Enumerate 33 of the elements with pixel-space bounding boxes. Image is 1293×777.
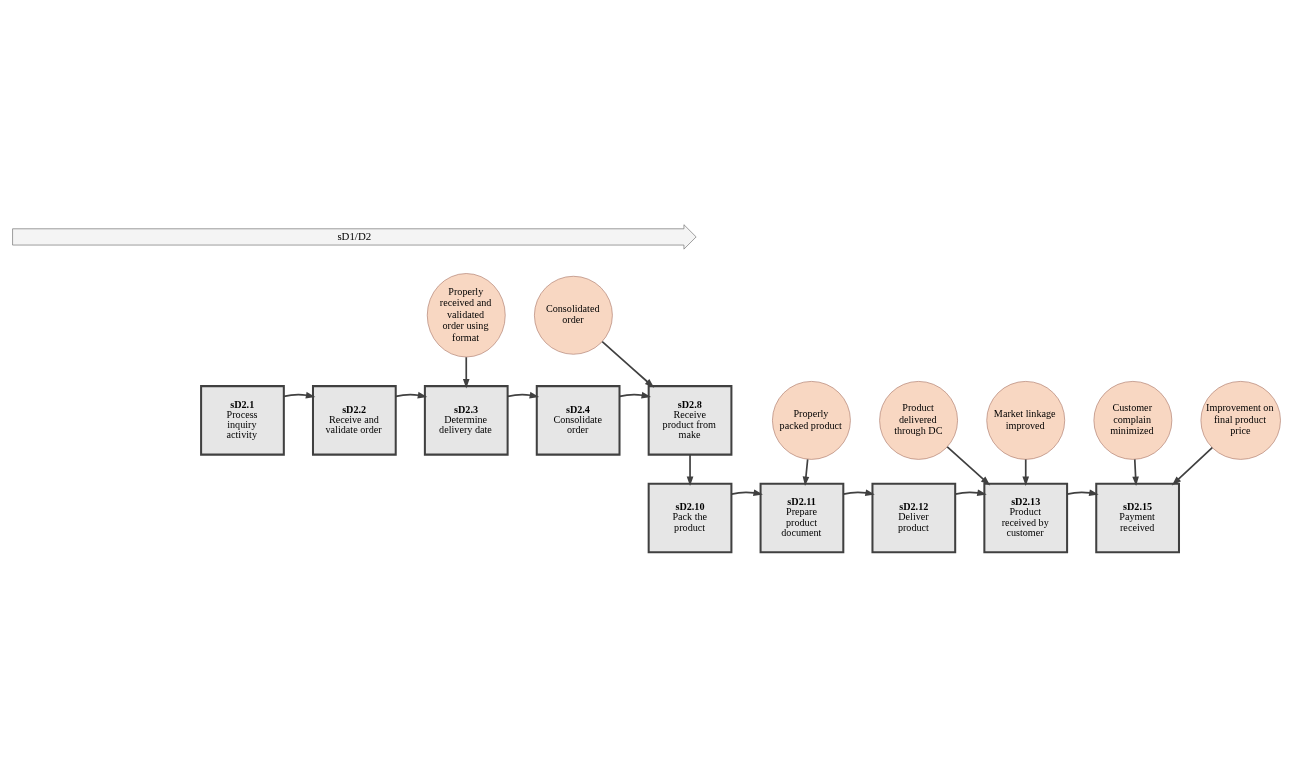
arrow bbox=[506, 391, 540, 399]
node-box: sD2.2 Receive and validate order bbox=[311, 385, 397, 456]
arrow bbox=[946, 446, 991, 486]
node-circle: Properly packed product bbox=[772, 381, 851, 460]
arrow bbox=[618, 391, 652, 399]
arrow bbox=[954, 489, 987, 497]
node-circle: Product delivered through DC bbox=[879, 381, 958, 460]
node-box: sD2.3 Determine delivery date bbox=[423, 385, 509, 456]
node-box: sD2.1 Process inquiry activity bbox=[200, 385, 285, 456]
node-box: sD2.11 Prepare product document bbox=[759, 482, 845, 554]
node-circle: Properly received and validated order using format bbox=[426, 273, 506, 358]
node-box: sD2.15 Payment received bbox=[1095, 482, 1180, 554]
node-circle: Customer complain minimized bbox=[1093, 381, 1173, 460]
node-circle: Consolidated order bbox=[534, 275, 613, 355]
arrow bbox=[462, 356, 470, 389]
node-box: sD2.13 Product received by customer bbox=[983, 482, 1069, 554]
arrow bbox=[802, 458, 810, 487]
arrow bbox=[730, 489, 763, 497]
arrow bbox=[601, 340, 655, 388]
arrow bbox=[1171, 446, 1214, 486]
arrow bbox=[283, 391, 316, 399]
arrow bbox=[395, 391, 428, 399]
node-box: sD2.10 Pack the product bbox=[647, 482, 733, 554]
node-box: sD2.8 Receive product from make bbox=[647, 385, 733, 456]
arrow bbox=[1132, 458, 1139, 487]
node-box: sD2.12 Deliver product bbox=[871, 482, 957, 554]
arrow bbox=[842, 489, 875, 497]
node-circle: Improvement on final product price bbox=[1200, 381, 1281, 460]
arrow bbox=[686, 453, 694, 487]
arrow bbox=[1022, 458, 1030, 487]
node-circle: Market linkage improved bbox=[986, 381, 1066, 460]
node-box: sD2.4 Consolidate order bbox=[535, 385, 621, 456]
arrow bbox=[1066, 489, 1099, 497]
